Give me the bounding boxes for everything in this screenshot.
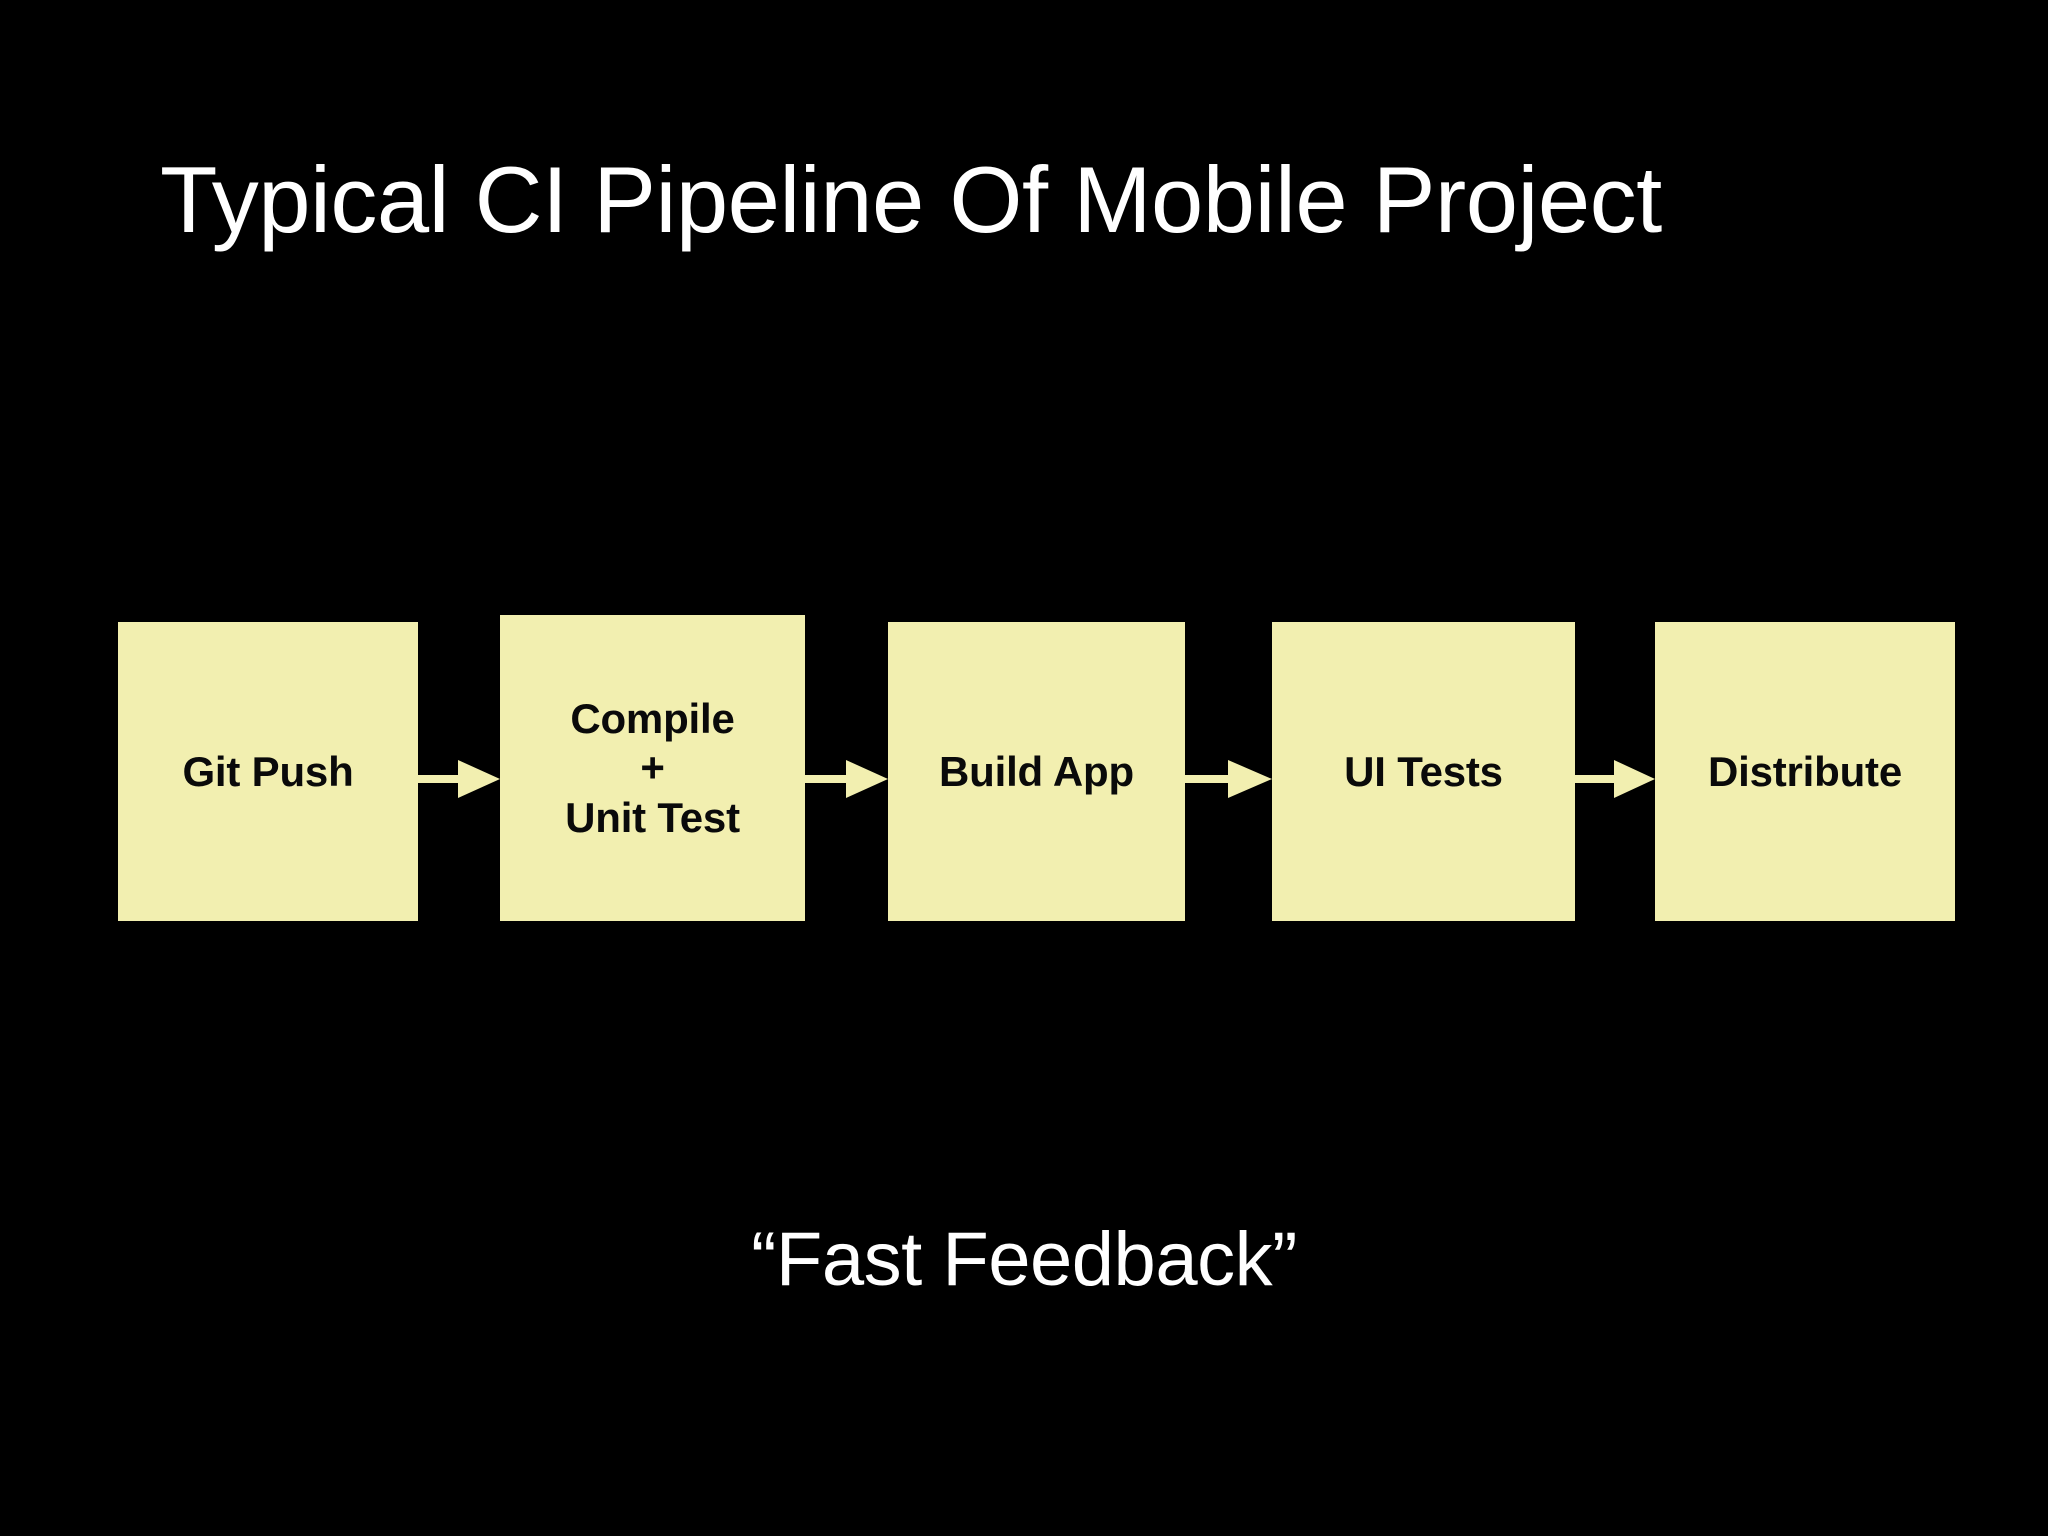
slide-title: Typical CI Pipeline Of Mobile Project xyxy=(160,147,1662,252)
pipeline-stage-compile-unit-test[interactable]: Compile + Unit Test xyxy=(500,615,805,921)
pipeline-stage-distribute[interactable]: Distribute xyxy=(1655,622,1955,921)
slide-caption: “Fast Feedback” xyxy=(751,1217,1297,1302)
pipeline-stage-label: Build App xyxy=(939,747,1134,795)
ci-pipeline-diagram: Git Push Compile + Unit Test Build App U… xyxy=(0,615,2048,921)
pipeline-stage-label: Git Push xyxy=(182,747,354,795)
pipeline-stage-label: Distribute xyxy=(1707,747,1902,795)
pipeline-stage-git-push[interactable]: Git Push xyxy=(118,622,418,921)
arrow-right-icon xyxy=(805,760,888,798)
arrow-right-icon xyxy=(418,760,500,798)
arrow-right-icon xyxy=(1185,760,1272,798)
arrow-right-icon xyxy=(1575,760,1655,798)
pipeline-stage-build-app[interactable]: Build App xyxy=(888,622,1185,921)
pipeline-stage-label: Compile + Unit Test xyxy=(565,694,740,841)
pipeline-stage-label: UI Tests xyxy=(1344,747,1503,795)
pipeline-stage-ui-tests[interactable]: UI Tests xyxy=(1272,622,1575,921)
